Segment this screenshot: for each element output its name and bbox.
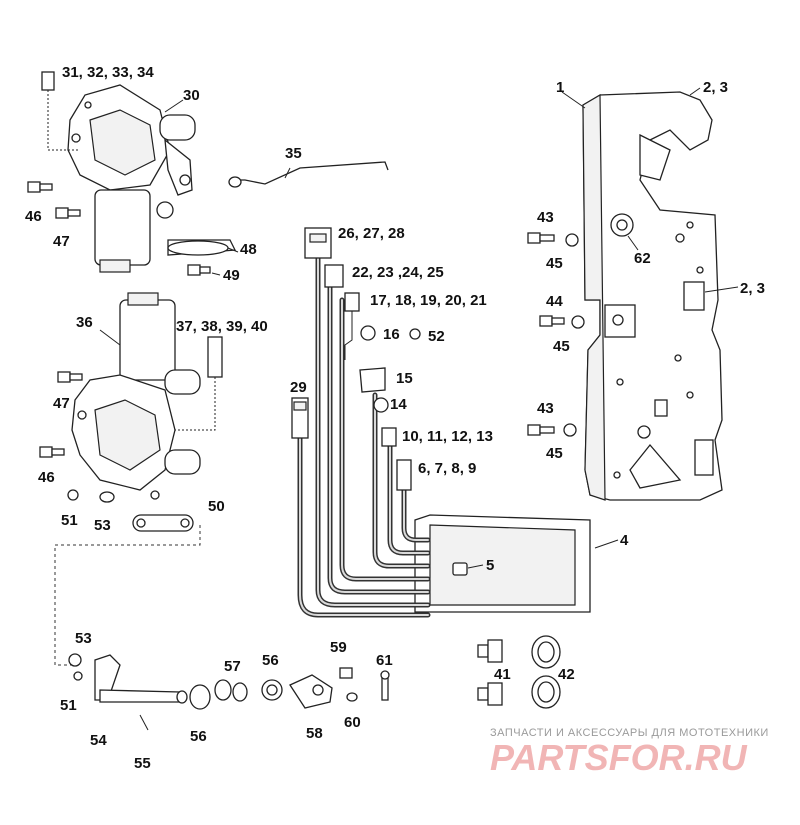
- callout-2-3-top: 2, 3: [703, 79, 728, 96]
- watermark-caption: ЗАПЧАСТИ И АКСЕССУАРЫ ДЛЯ МОТОТЕХНИКИ: [490, 727, 769, 739]
- linkage-assembly: [54, 525, 390, 731]
- wire-harness: [297, 237, 431, 618]
- callout-43-bottom: 43: [537, 400, 554, 417]
- callout-58: 58: [306, 725, 323, 742]
- part-1-bracket-plate: [582, 91, 723, 501]
- callout-51-bottom: 51: [60, 697, 77, 714]
- callout-35: 35: [285, 145, 302, 162]
- callout-45-top: 45: [546, 255, 563, 272]
- callout-43-top: 43: [537, 209, 554, 226]
- callout-45-mid: 45: [553, 338, 570, 355]
- callout-59: 59: [330, 639, 347, 656]
- callout-41: 41: [494, 666, 511, 683]
- callout-36: 36: [76, 314, 93, 331]
- callout-61: 61: [376, 652, 393, 669]
- callout-6-9: 6, 7, 8, 9: [418, 460, 476, 477]
- part-36-lower-trim-motor: [71, 292, 223, 500]
- callout-51-top: 51: [61, 512, 78, 529]
- callout-4: 4: [620, 532, 629, 549]
- watermark: ЗАПЧАСТИ И АКСЕССУАРЫ ДЛЯ МОТОТЕХНИКИ PA…: [490, 727, 769, 778]
- part-35-link-rod: [228, 161, 389, 188]
- callout-53-bottom: 53: [75, 630, 92, 647]
- part-30-upper-trim-motor: [41, 71, 196, 273]
- callout-15: 15: [396, 370, 413, 387]
- callout-47-bottom: 47: [53, 395, 70, 412]
- callout-29: 29: [290, 379, 307, 396]
- callout-60: 60: [344, 714, 361, 731]
- callout-22-25: 22, 23 ,24, 25: [352, 264, 444, 281]
- callout-62: 62: [634, 250, 651, 267]
- callout-47-top: 47: [53, 233, 70, 250]
- callout-56-bottom: 56: [190, 728, 207, 745]
- callout-44: 44: [546, 293, 563, 310]
- callout-49: 49: [223, 267, 240, 284]
- part-4-junction-box: [414, 514, 591, 613]
- callout-16: 16: [383, 326, 400, 343]
- callout-52: 52: [428, 328, 445, 345]
- callout-55: 55: [134, 755, 151, 772]
- callout-26-28: 26, 27, 28: [338, 225, 405, 242]
- watermark-brand: PARTSFOR.RU: [490, 737, 748, 778]
- callout-31-34: 31, 32, 33, 34: [62, 64, 154, 81]
- callout-30: 30: [183, 87, 200, 104]
- callout-37-40: 37, 38, 39, 40: [176, 318, 268, 335]
- callout-17-21: 17, 18, 19, 20, 21: [370, 292, 487, 309]
- callout-54: 54: [90, 732, 107, 749]
- callout-42: 42: [558, 666, 575, 683]
- callout-5: 5: [486, 557, 494, 574]
- callout-46-bottom: 46: [38, 469, 55, 486]
- connectors: [291, 227, 421, 491]
- callout-14: 14: [390, 396, 407, 413]
- small-hardware-right: [477, 232, 585, 709]
- callout-10-13: 10, 11, 12, 13: [402, 428, 493, 445]
- callout-46-top: 46: [25, 208, 42, 225]
- callout-50: 50: [208, 498, 225, 515]
- callout-1: 1: [556, 79, 564, 96]
- callout-45-bottom: 45: [546, 445, 563, 462]
- leader-lines: [99, 87, 739, 569]
- callout-2-3-mid: 2, 3: [740, 280, 765, 297]
- callout-48: 48: [240, 241, 257, 258]
- small-hardware-left: [27, 181, 237, 532]
- callout-labels: 1 2, 3 2, 3 4 5 6, 7, 8, 9 10, 11, 12, 1…: [25, 64, 765, 772]
- callout-57: 57: [224, 658, 241, 675]
- callout-56-top: 56: [262, 652, 279, 669]
- callout-53-top: 53: [94, 517, 111, 534]
